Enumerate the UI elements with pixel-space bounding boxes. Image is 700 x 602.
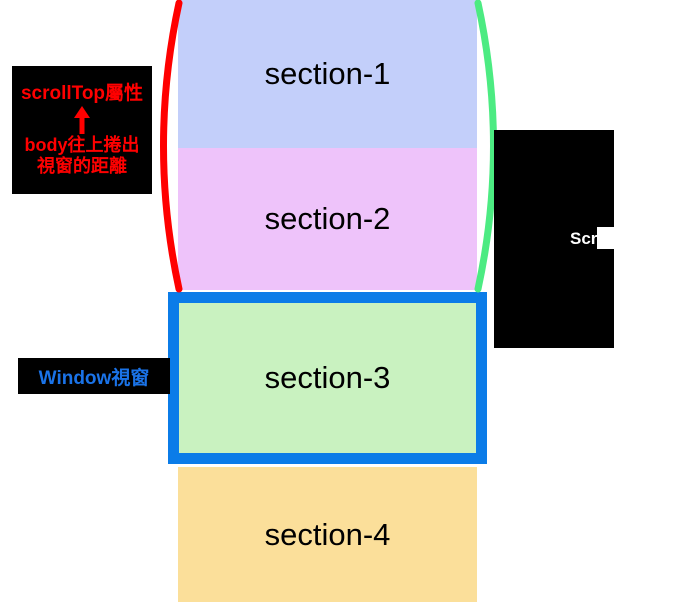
window-viewport-annotation: Window視窗: [18, 358, 170, 394]
scroll-top-title: scrollTop屬性: [20, 83, 144, 105]
scroll-top-arc: [160, 0, 183, 293]
section-label-2: section-2: [264, 201, 391, 236]
scroll-top-desc-line-1: body往上捲出: [24, 135, 140, 156]
scroll-height-arc: [474, 0, 497, 293]
section-block-2: section-2: [178, 148, 477, 290]
section-label-1: section-1: [264, 56, 391, 91]
up-arrow-icon: [16, 105, 148, 135]
scroll-height-annotation: Scroll: [494, 130, 617, 348]
section-label-4: section-4: [264, 516, 391, 552]
text-occluder-bar: [597, 227, 669, 249]
scroll-top-desc-line-2: 視窗的距離: [37, 155, 127, 176]
section-block-4: section-4: [178, 467, 477, 602]
section-block-1: section-1: [178, 0, 477, 148]
section-block-3: section-3: [168, 292, 487, 464]
scroll-top-annotation: scrollTop屬性 body往上捲出 視窗的距離: [12, 66, 152, 194]
window-viewport-label: Window視窗: [38, 367, 150, 389]
section-label-3: section-3: [264, 360, 391, 395]
